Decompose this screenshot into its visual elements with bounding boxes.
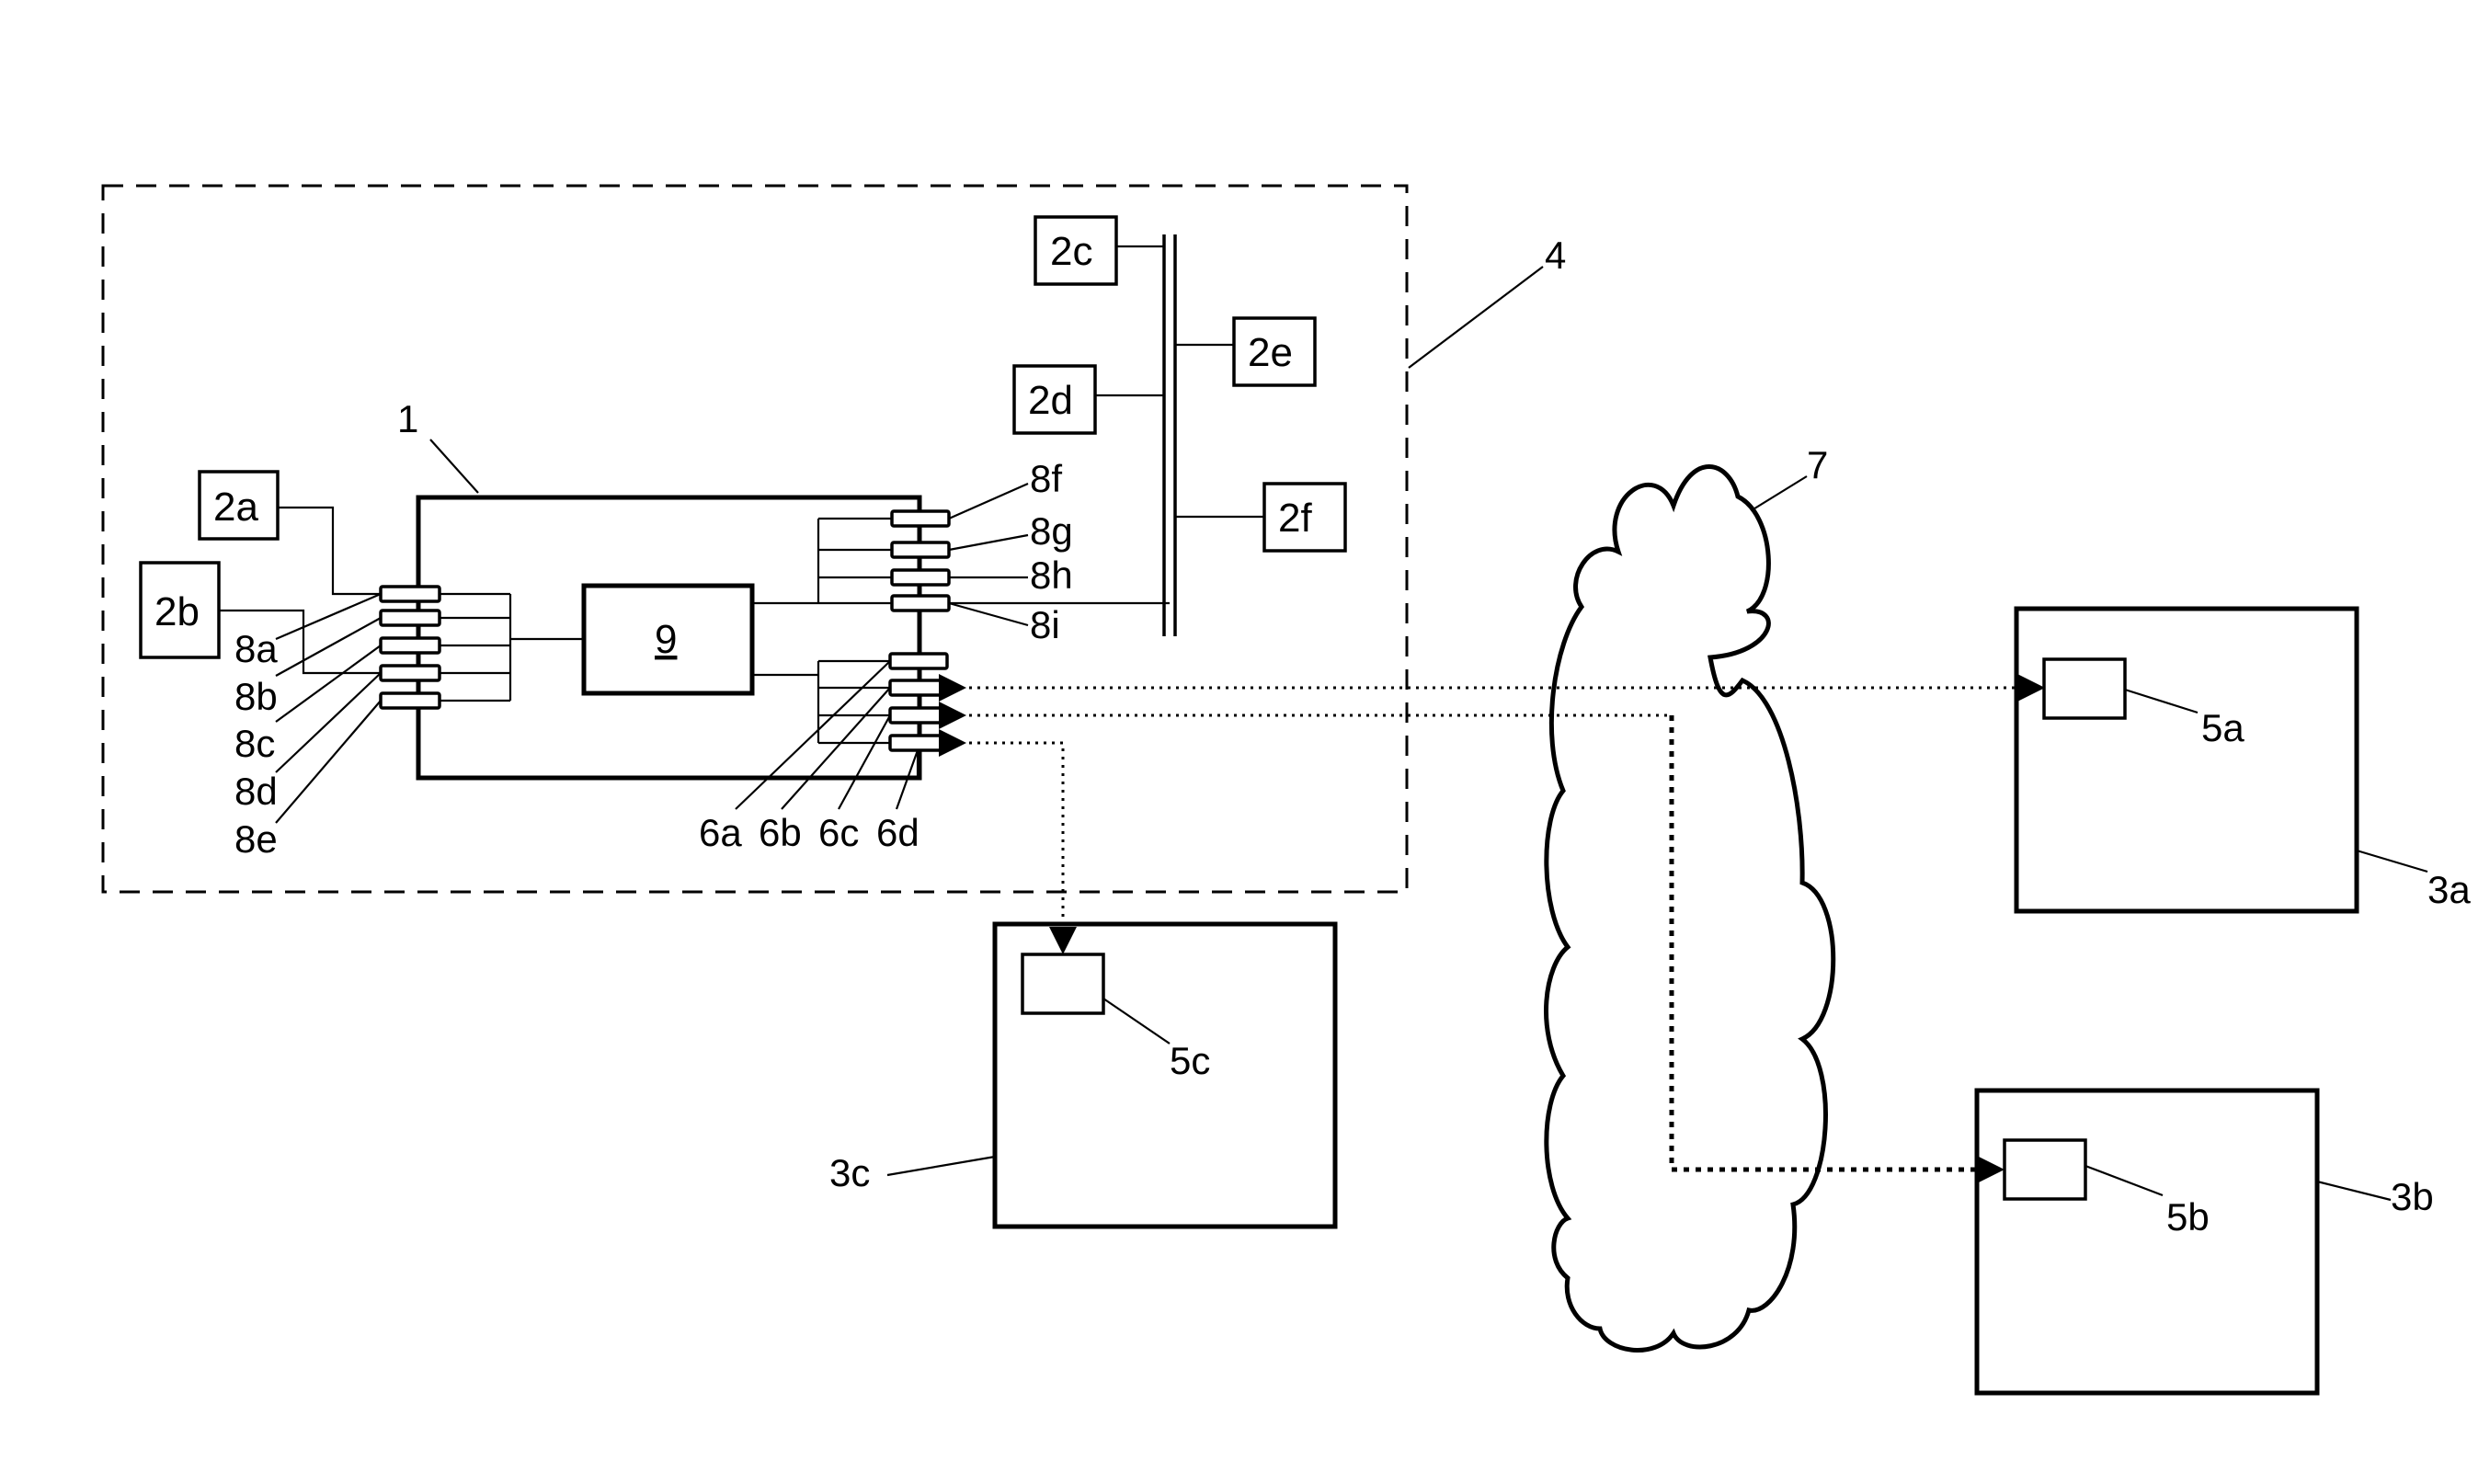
port-label-6a: 6a xyxy=(699,811,742,854)
port-8a xyxy=(381,587,440,601)
terminal-3b-box xyxy=(1977,1090,2317,1393)
port-label-8a: 8a xyxy=(234,627,278,670)
terminal-3c-leader xyxy=(887,1157,995,1175)
system-leader-line xyxy=(1409,267,1543,368)
left-internal-wiring xyxy=(440,594,584,701)
port-6a xyxy=(890,654,947,668)
app-5b-leader xyxy=(2085,1166,2163,1195)
terminal-3b-label: 3b xyxy=(2391,1175,2434,1218)
network-leader-line xyxy=(1752,476,1807,510)
peripheral-2a-link xyxy=(278,508,381,594)
port-label-6b: 6b xyxy=(759,811,802,854)
port-6b xyxy=(890,680,947,695)
terminal-3c-label: 3c xyxy=(829,1151,870,1194)
terminal-3a-label: 3a xyxy=(2427,868,2471,911)
processor-label: 9 xyxy=(655,617,677,662)
system-boundary xyxy=(103,186,1407,892)
port-label-6d: 6d xyxy=(876,811,919,854)
terminal-3b-leader xyxy=(2317,1181,2391,1200)
left-port-stack xyxy=(381,587,440,708)
app-5c-box xyxy=(1022,954,1103,1013)
app-5a-label: 5a xyxy=(2201,706,2244,749)
port-8f xyxy=(892,511,949,526)
port-label-8i: 8i xyxy=(1030,603,1060,646)
app-5c-label: 5c xyxy=(1170,1039,1210,1082)
peripheral-2b-label: 2b xyxy=(154,589,200,634)
port-6d xyxy=(890,736,947,750)
peripheral-2f-label: 2f xyxy=(1278,496,1312,541)
left-port-leaders xyxy=(276,594,381,823)
port-8h xyxy=(892,570,949,585)
port-label-8h: 8h xyxy=(1030,554,1073,597)
system-label: 4 xyxy=(1545,234,1566,277)
peripheral-2e-label: 2e xyxy=(1248,330,1293,375)
app-5b-box xyxy=(2005,1140,2085,1199)
port-6c xyxy=(890,708,947,723)
peripheral-2a-label: 2a xyxy=(213,485,258,530)
link-6c-to-5b xyxy=(1672,715,2000,1170)
port-8e xyxy=(381,693,440,708)
peripheral-2c-label: 2c xyxy=(1050,229,1092,274)
port-label-8c: 8c xyxy=(234,722,275,765)
port-8b xyxy=(381,611,440,625)
device-leader-line xyxy=(430,439,478,493)
port-8g xyxy=(892,542,949,557)
port-label-8e: 8e xyxy=(234,817,278,861)
terminal-3c-box xyxy=(995,924,1335,1227)
right-internal-wiring xyxy=(752,519,1170,603)
port-label-8d: 8d xyxy=(234,770,278,813)
port-8i xyxy=(892,596,949,611)
port-label-8b: 8b xyxy=(234,675,278,718)
port-label-8f: 8f xyxy=(1030,457,1062,500)
peripheral-2d-label: 2d xyxy=(1028,378,1073,423)
app-5a-box xyxy=(2044,659,2125,718)
port-8c xyxy=(381,638,440,653)
device-label: 1 xyxy=(397,397,418,440)
terminal-3a-leader xyxy=(2357,850,2427,872)
port-8d xyxy=(381,666,440,680)
app-5c-leader xyxy=(1103,999,1170,1044)
app-5a-leader xyxy=(2125,690,2198,713)
terminal-3a-box xyxy=(2016,609,2357,911)
network-cloud xyxy=(1546,467,1833,1351)
port-label-8g: 8g xyxy=(1030,509,1073,553)
network-label: 7 xyxy=(1807,443,1828,486)
app-5b-label: 5b xyxy=(2166,1195,2210,1239)
link-6d-to-5c xyxy=(961,743,1063,949)
port-label-6c: 6c xyxy=(818,811,859,854)
